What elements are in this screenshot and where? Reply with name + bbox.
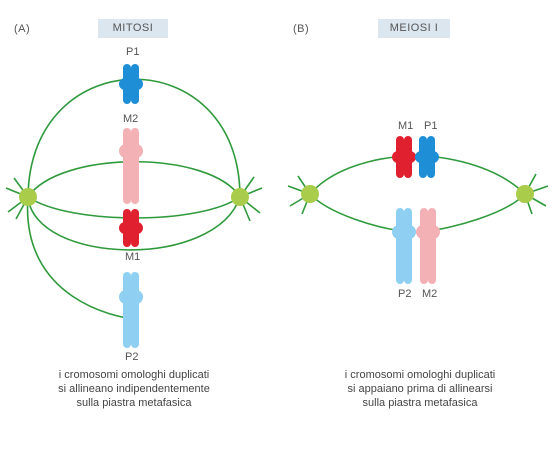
chromosome-b-m2 (416, 208, 440, 284)
caption-b-line-3: sulla piastra metafasica (362, 397, 478, 409)
chromosome-a-p2 (119, 272, 143, 348)
caption-a-line-2: si allineano indipendentemente (58, 383, 210, 395)
label-a-p1: P1 (126, 46, 140, 58)
caption-b-line-2: si appaiano prima di allinearsi (347, 383, 493, 395)
caption-b-line-1: i cromosomi omologhi duplicati (344, 369, 496, 381)
spindle-pole-a-right (231, 188, 249, 206)
label-b-m1: M1 (398, 120, 414, 132)
chromosome-b-p2 (392, 208, 416, 284)
spindle-pole-b-left (301, 185, 319, 203)
chromosome-b-p1 (415, 136, 439, 178)
spindle-fiber-lower (27, 196, 241, 251)
label-b-p2: P2 (398, 288, 412, 300)
label-a-m1: M1 (125, 251, 141, 263)
label-a-p2: P2 (125, 351, 139, 363)
panel-a-title: MITOSI (98, 19, 168, 38)
label-b-p1: P1 (424, 120, 438, 132)
spindle-pole-b-right (516, 185, 534, 203)
spindle-fiber-b-bottom-right (433, 193, 526, 231)
caption-b: i cromosomi omologhi duplicati si appaia… (310, 368, 530, 410)
chromosome-a-m1 (119, 209, 143, 247)
panel-b-spindle (287, 155, 549, 231)
chromosome-b-m1 (392, 136, 416, 178)
spindle-fiber-outer-bottom (26, 196, 132, 319)
chromosome-a-m2 (119, 128, 143, 204)
spindle-fiber-b-bottom-left (309, 193, 397, 231)
label-b-m2: M2 (422, 288, 438, 300)
label-a-m2: M2 (123, 113, 139, 125)
panel-b-letter: (B) (293, 23, 310, 35)
chromosome-a-p1 (119, 64, 143, 104)
spindle-pole-a-left (19, 188, 37, 206)
panel-a-letter: (A) (14, 23, 31, 35)
panel-b-title: MEIOSI I (378, 19, 450, 38)
caption-a-line-1: i cromosomi omologhi duplicati (58, 369, 210, 381)
caption-a: i cromosomi omologhi duplicati si alline… (24, 368, 244, 410)
caption-a-line-3: sulla piastra metafasica (76, 397, 192, 409)
